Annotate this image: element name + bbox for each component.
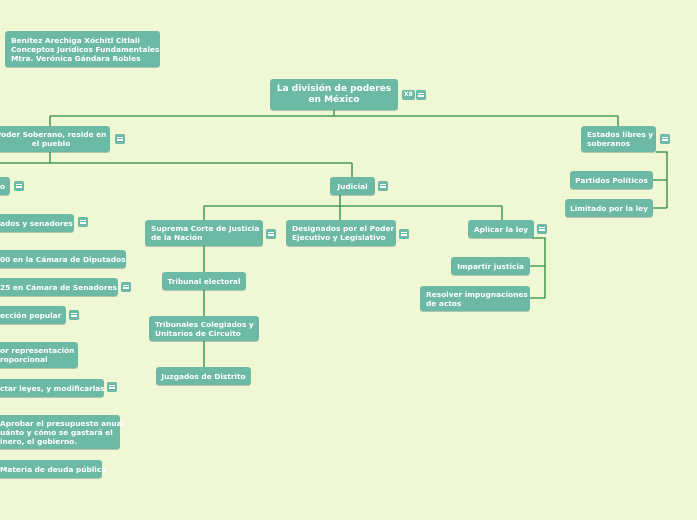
node-label: Poder Soberano, reside en [0, 130, 107, 139]
node-impartir-justicia[interactable]: Impartir justicia [451, 257, 530, 275]
node-label: uánto y cómo se gastará el [0, 427, 113, 437]
node-judicial[interactable]: Judicial [330, 177, 375, 195]
author-name: Benítez Arechiga Xóchitl Citlali [11, 35, 140, 45]
node-label: o [0, 181, 6, 191]
note-icon[interactable] [14, 181, 24, 191]
note-icon[interactable] [416, 90, 426, 100]
node-presupuesto[interactable]: Aprobar el presupuesto anual uánto y cóm… [0, 415, 124, 449]
node-label: or representación [0, 346, 75, 355]
node-label: el pueblo [31, 139, 71, 148]
note-icon[interactable] [378, 181, 388, 191]
node-label: ctar leyes, y modificarlas [0, 383, 105, 393]
teacher-name: Mtra. Verónica Gándara Robles [11, 53, 141, 63]
node-label: de la Nación [151, 233, 203, 242]
node-designados[interactable]: Designados por el Poder Ejecutivo y Legi… [286, 220, 396, 246]
node-label: soberanos [587, 139, 631, 148]
node-tribunales-colegiados[interactable]: Tribunales Colegiados y Unitarios de Cir… [149, 316, 259, 341]
node-label: 25 en Cámara de Senadores [0, 282, 117, 292]
node-label: Aprobar el presupuesto anual [0, 418, 125, 428]
node-label: Aplicar la ley [473, 224, 529, 234]
note-icon[interactable] [107, 382, 117, 392]
node-label: ados y senadores [0, 218, 73, 228]
node-diputados-senadores[interactable]: ados y senadores [0, 214, 74, 232]
note-icon[interactable] [660, 134, 670, 144]
node-label: ección popular [0, 310, 62, 320]
node-label: Designados por el Poder [292, 224, 395, 233]
node-legislativo[interactable]: o [0, 177, 10, 195]
node-juzgados-distrito[interactable]: Juzgados de Distrito [156, 367, 251, 385]
note-icon[interactable] [537, 224, 547, 234]
note-icon[interactable] [266, 229, 276, 239]
node-label: Impartir justicia [457, 261, 524, 271]
note-icon[interactable] [115, 134, 125, 144]
node-tribunal-electoral[interactable]: Tribunal electoral [162, 272, 246, 290]
node-suprema-corte[interactable]: Suprema Corte de Justicia de la Nación [145, 220, 263, 246]
course-name: Conceptos Jurídicos Fundamentales [11, 44, 160, 54]
node-label: Resolver impugnaciones [426, 289, 528, 299]
note-icon[interactable] [78, 217, 88, 227]
node-resolver-impugnaciones[interactable]: Resolver impugnaciones de actos [420, 286, 530, 311]
node-eleccion-popular[interactable]: ección popular [0, 306, 66, 324]
node-label: Juzgados de Distrito [161, 371, 246, 381]
node-label: 00 en la Cámara de Diputados [0, 254, 126, 264]
node-partidos-politicos[interactable]: Partidos Políticos [570, 171, 653, 189]
node-deuda-publica[interactable]: Materia de deuda pública [0, 460, 106, 478]
author-info-box[interactable]: Benítez Arechiga Xóchitl Citlali Concept… [5, 31, 160, 67]
node-dictar-leyes[interactable]: ctar leyes, y modificarlas [0, 379, 105, 397]
node-label: de actos [426, 298, 462, 308]
node-estados-libres[interactable]: Estados libres y soberanos [581, 126, 656, 152]
node-label: Tribunal electoral [167, 276, 241, 286]
root-title-line1: La división de poderes [276, 83, 392, 94]
node-label: Tribunales Colegiados y [155, 319, 254, 329]
root-node[interactable]: La división de poderes en México [270, 79, 398, 110]
node-label: Partidos Políticos [575, 175, 648, 185]
root-title-line2: en México [308, 94, 360, 105]
node-camara-senadores[interactable]: 25 en Cámara de Senadores [0, 278, 118, 296]
collapse-badge[interactable]: X8 [402, 90, 415, 100]
node-representacion-proporcional[interactable]: or representación roporcional [0, 342, 78, 368]
node-label: Suprema Corte de Justicia [151, 224, 260, 233]
node-aplicar-ley[interactable]: Aplicar la ley [468, 220, 534, 238]
node-label: inero, el gobierno. [0, 436, 78, 446]
node-label: Judicial [337, 181, 368, 191]
note-icon[interactable] [69, 310, 79, 320]
node-label: Materia de deuda pública [0, 464, 107, 474]
node-camara-diputados[interactable]: 00 en la Cámara de Diputados [0, 250, 126, 268]
node-label: Estados libres y [587, 130, 654, 139]
node-label: roporcional [0, 355, 48, 364]
node-label: Ejecutivo y Legislativo [292, 233, 386, 242]
node-label: Limitado por la ley [570, 203, 648, 213]
node-limitado-ley[interactable]: Limitado por la ley [565, 199, 653, 217]
node-label: Unitarios de Circuito [155, 328, 241, 338]
node-poder-soberano[interactable]: Poder Soberano, reside en el pueblo [0, 126, 110, 152]
note-icon[interactable] [399, 229, 409, 239]
note-icon[interactable] [121, 282, 131, 292]
